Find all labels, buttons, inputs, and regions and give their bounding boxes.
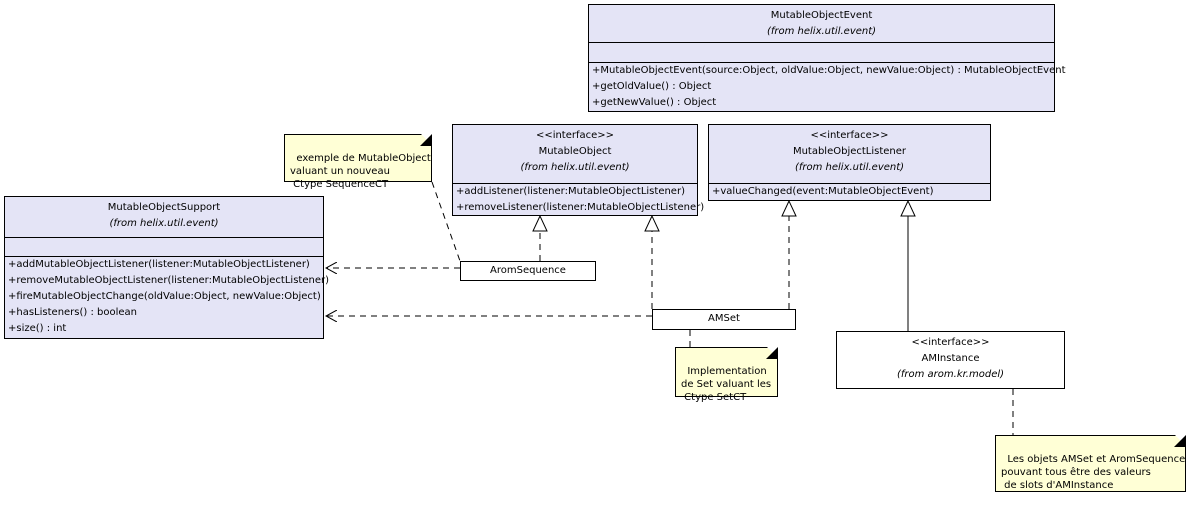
attributes-compartment xyxy=(589,42,1054,62)
interface-mutable-object: <<interface>> MutableObject (from helix.… xyxy=(452,124,705,216)
note-text: Les objets AMSet et AromSequence pouvant… xyxy=(1001,454,1186,491)
operation: +addMutableObjectListener(listener:Mutab… xyxy=(8,259,310,270)
class-name: MutableObjectListener xyxy=(792,146,907,157)
stereotype: <<interface>> xyxy=(810,130,889,141)
class-package: (from arom.kr.model) xyxy=(896,369,1005,380)
operations-compartment: +valueChanged(event:MutableObjectEvent) xyxy=(709,183,990,200)
class-name: AromSequence xyxy=(490,265,566,276)
realization-arrowhead xyxy=(781,199,797,217)
note-anchor-sequence xyxy=(431,181,461,262)
class-mutable-object-event: MutableObjectEvent (from helix.util.even… xyxy=(588,4,1066,112)
operation: +addListener(listener:MutableObjectListe… xyxy=(456,186,685,197)
operation: +valueChanged(event:MutableObjectEvent) xyxy=(712,186,934,197)
class-package: (from helix.util.event) xyxy=(794,162,905,173)
class-package: (from helix.util.event) xyxy=(109,218,219,229)
operation: +MutableObjectEvent(source:Object, oldVa… xyxy=(592,65,1066,76)
note-text: exemple de MutableObject valuant un nouv… xyxy=(290,153,431,190)
class-name: MutableObjectSupport xyxy=(107,202,221,213)
operations-compartment: +MutableObjectEvent(source:Object, oldVa… xyxy=(589,62,1066,111)
operation: +hasListeners() : boolean xyxy=(8,307,138,318)
class-package: (from helix.util.event) xyxy=(766,26,877,37)
operation: +removeListener(listener:MutableObjectLi… xyxy=(456,202,705,213)
note-instance: Les objets AMSet et AromSequence pouvant… xyxy=(995,434,1187,492)
note-fold-icon xyxy=(766,347,778,359)
operation: +fireMutableObjectChange(oldValue:Object… xyxy=(8,291,321,302)
class-amset: AMSet xyxy=(652,309,796,330)
realization-arrowhead xyxy=(644,214,660,232)
note-set: Implementation de Set valuant les Ctype … xyxy=(675,346,779,403)
operations-compartment: +addMutableObjectListener(listener:Mutab… xyxy=(5,256,329,337)
attributes-compartment xyxy=(5,237,323,256)
operation: +getNewValue() : Object xyxy=(592,97,717,108)
note-sequence: exemple de MutableObject valuant un nouv… xyxy=(284,133,433,190)
interface-mutable-object-listener: <<interface>> MutableObjectListener (fro… xyxy=(708,124,991,201)
interface-aminstance: <<interface>> AMInstance (from arom.kr.m… xyxy=(836,331,1065,389)
stereotype: <<interface>> xyxy=(535,130,615,141)
stereotype: <<interface>> xyxy=(911,337,990,348)
diagram-canvas xyxy=(0,181,1014,435)
class-name: MutableObjectEvent xyxy=(770,10,873,21)
class-name: AMSet xyxy=(708,313,740,324)
note-text: Implementation de Set valuant les Ctype … xyxy=(681,366,772,403)
class-name: MutableObject xyxy=(538,146,612,157)
generalization-arrowhead xyxy=(900,199,916,217)
operations-compartment: +addListener(listener:MutableObjectListe… xyxy=(453,183,705,216)
class-arom-sequence: AromSequence xyxy=(460,261,596,281)
class-name: AMInstance xyxy=(921,353,980,364)
operation: +getOldValue() : Object xyxy=(592,81,712,92)
class-mutable-object-support: MutableObjectSupport (from helix.util.ev… xyxy=(4,196,329,339)
class-package: (from helix.util.event) xyxy=(520,162,630,173)
operation: +size() : int xyxy=(8,323,67,334)
realization-arrowhead xyxy=(532,214,548,232)
note-fold-icon xyxy=(420,134,432,146)
operation: +removeMutableObjectListener(listener:Mu… xyxy=(8,275,329,286)
note-fold-icon xyxy=(1174,435,1186,447)
